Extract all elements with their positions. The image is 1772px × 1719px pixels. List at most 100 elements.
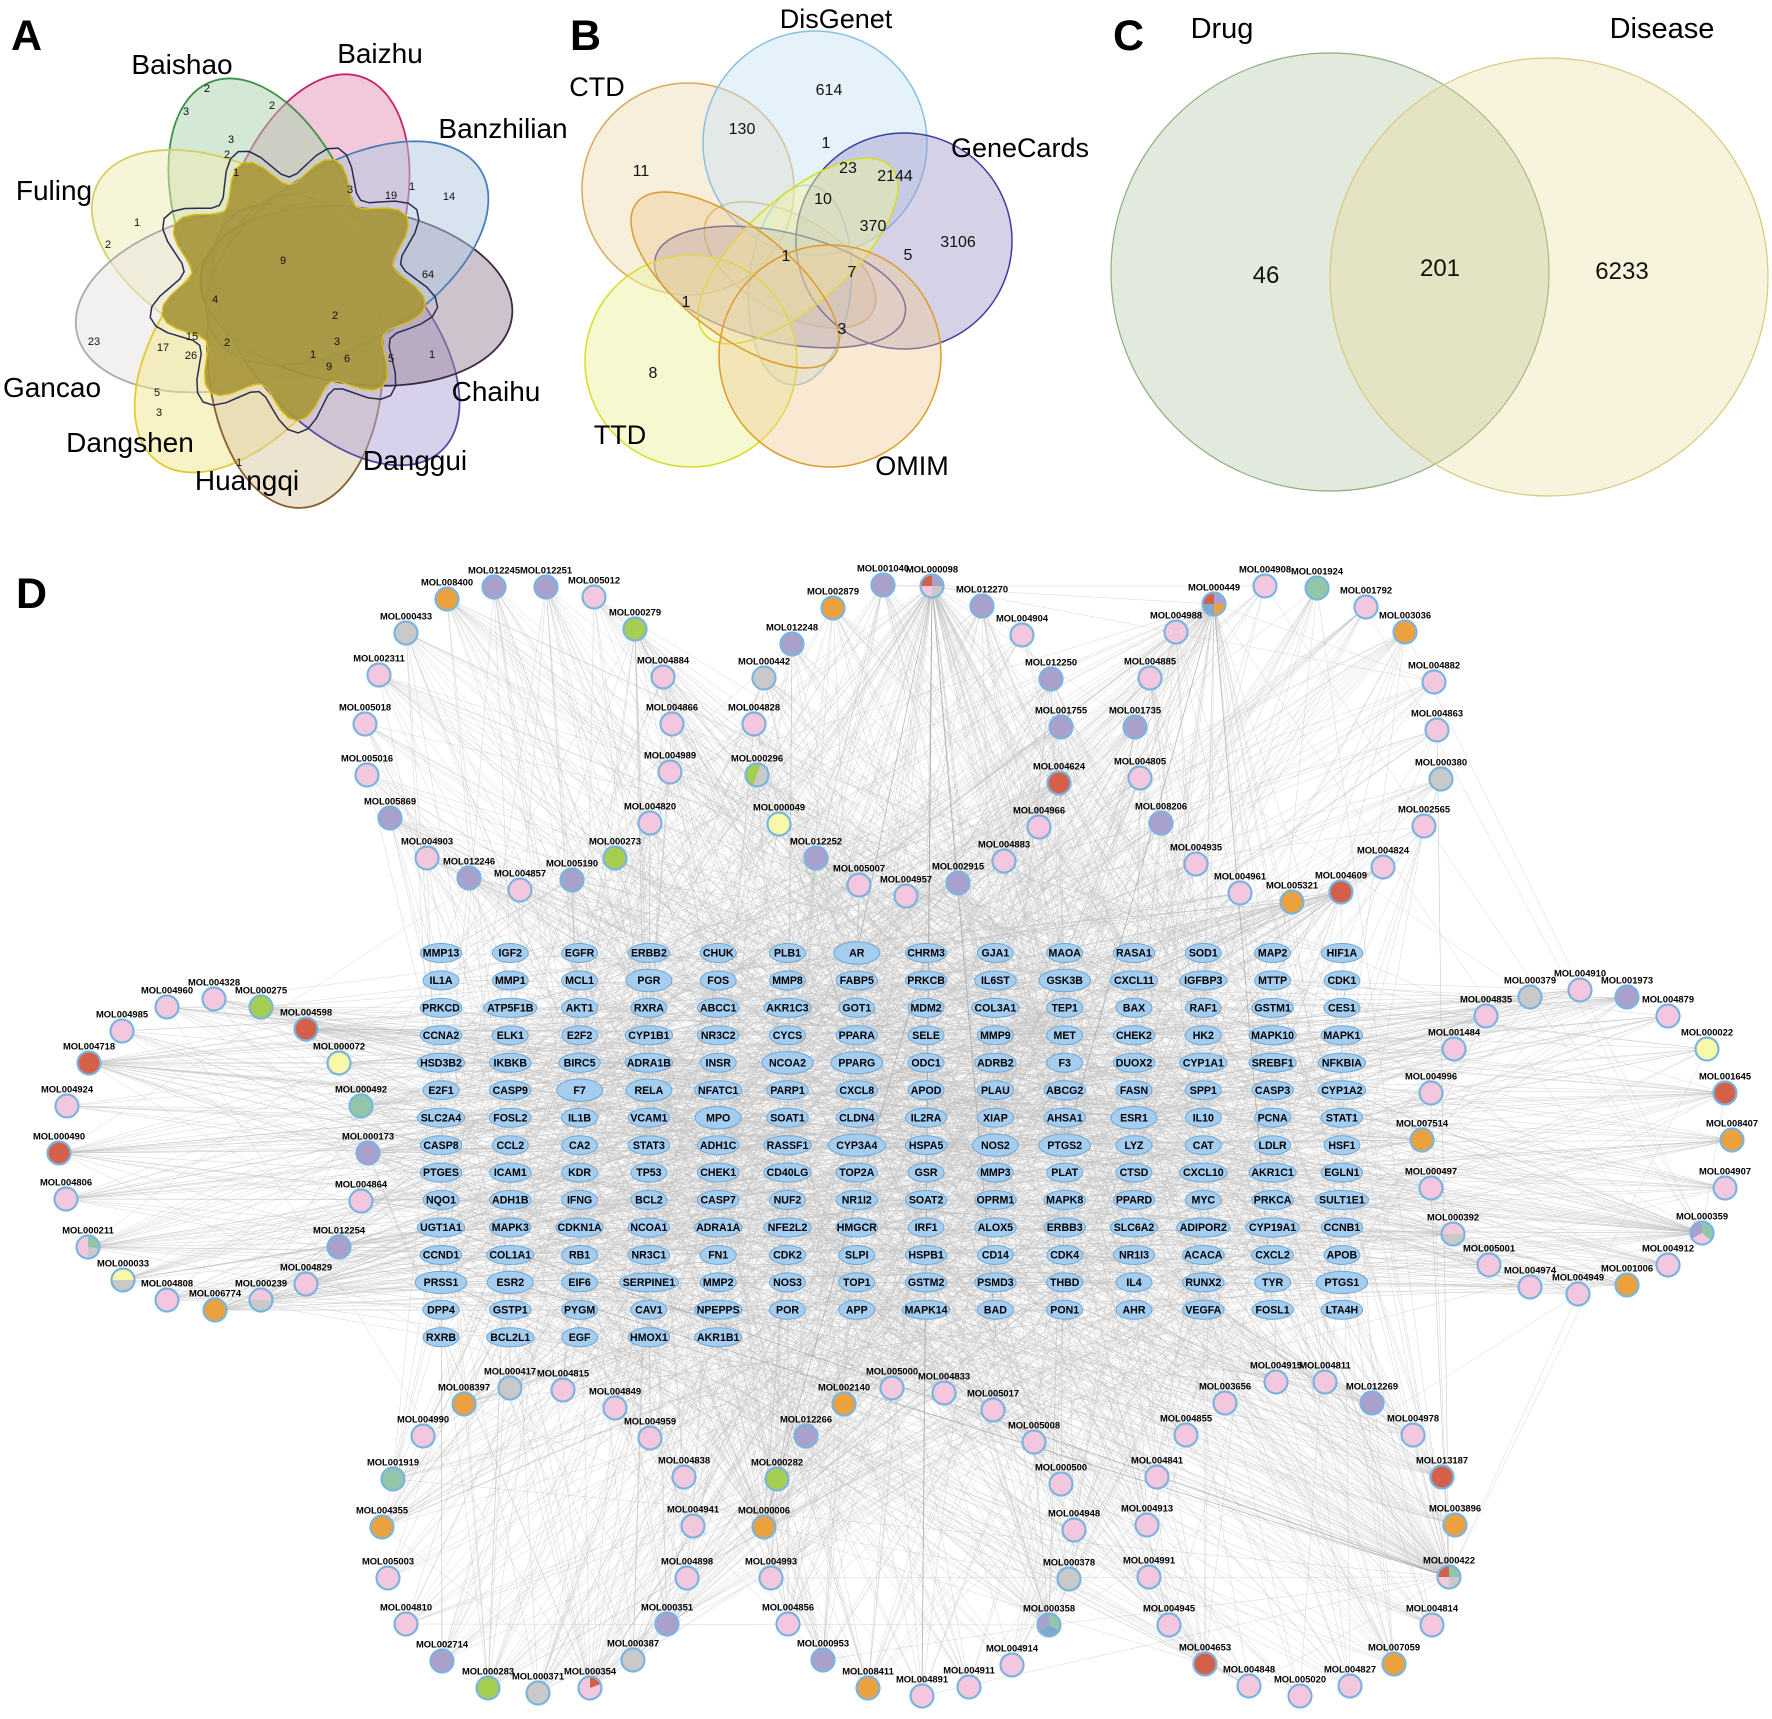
svg-text:10: 10 — [814, 191, 832, 208]
svg-text:HMGCR: HMGCR — [837, 1222, 877, 1234]
svg-text:CCNB1: CCNB1 — [1324, 1222, 1361, 1234]
svg-text:HSPA5: HSPA5 — [909, 1140, 944, 1152]
svg-text:EGF: EGF — [569, 1332, 591, 1344]
svg-text:1: 1 — [682, 294, 691, 311]
svg-text:MOL004824: MOL004824 — [1357, 845, 1410, 856]
svg-text:MOL000173: MOL000173 — [342, 1131, 394, 1142]
svg-text:CYP1A1: CYP1A1 — [1183, 1057, 1224, 1069]
svg-text:MOL004991: MOL004991 — [1123, 1555, 1175, 1566]
svg-text:DUOX2: DUOX2 — [1116, 1057, 1153, 1069]
svg-text:CDKN1A: CDKN1A — [558, 1222, 602, 1234]
svg-text:MOL003896: MOL003896 — [1429, 1503, 1481, 1514]
svg-text:MOL005001: MOL005001 — [1463, 1243, 1515, 1254]
svg-text:MOL004848: MOL004848 — [1223, 1664, 1275, 1675]
svg-text:PPARA: PPARA — [839, 1030, 876, 1042]
svg-text:CYP1B1: CYP1B1 — [628, 1030, 669, 1042]
svg-text:C: C — [1113, 12, 1144, 60]
svg-text:ERBB3: ERBB3 — [1047, 1222, 1083, 1234]
svg-text:A: A — [11, 12, 42, 60]
svg-text:RXRB: RXRB — [426, 1332, 456, 1344]
svg-text:SREBF1: SREBF1 — [1252, 1057, 1294, 1069]
svg-text:ADRA1A: ADRA1A — [696, 1222, 740, 1234]
svg-text:MOL002565: MOL002565 — [1398, 804, 1450, 815]
svg-text:2: 2 — [204, 83, 210, 95]
svg-text:MOL000378: MOL000378 — [1043, 1557, 1095, 1568]
svg-text:6233: 6233 — [1595, 258, 1648, 285]
svg-text:MOL004328: MOL004328 — [188, 977, 240, 988]
svg-text:MOL004838: MOL004838 — [658, 1455, 710, 1466]
svg-text:Chaihu: Chaihu — [452, 376, 541, 407]
svg-text:Huangqi: Huangqi — [195, 465, 299, 496]
svg-text:MOL004653: MOL004653 — [1179, 1642, 1231, 1653]
svg-text:IL1A: IL1A — [430, 975, 453, 987]
svg-text:PSMD3: PSMD3 — [977, 1277, 1014, 1289]
svg-text:MAPK14: MAPK14 — [905, 1304, 948, 1316]
svg-text:NR1I2: NR1I2 — [842, 1195, 872, 1207]
svg-text:NCOA2: NCOA2 — [769, 1057, 806, 1069]
svg-text:Baishao: Baishao — [131, 49, 232, 80]
svg-text:PON1: PON1 — [1050, 1304, 1079, 1316]
svg-text:3: 3 — [228, 134, 234, 146]
svg-text:2: 2 — [332, 310, 338, 322]
svg-text:RASA1: RASA1 — [1116, 948, 1152, 960]
svg-text:MOL000239: MOL000239 — [235, 1278, 287, 1289]
svg-text:9: 9 — [280, 255, 286, 267]
svg-text:3106: 3106 — [940, 234, 976, 251]
svg-text:MOL012248: MOL012248 — [766, 622, 818, 633]
svg-text:MOL002915: MOL002915 — [932, 861, 984, 872]
svg-text:AR: AR — [849, 948, 865, 960]
svg-text:MCL1: MCL1 — [565, 975, 594, 987]
svg-text:HIF1A: HIF1A — [1327, 948, 1358, 960]
svg-text:NCOA1: NCOA1 — [630, 1222, 667, 1234]
svg-text:VCAM1: VCAM1 — [630, 1112, 667, 1124]
svg-text:Gancao: Gancao — [3, 372, 101, 403]
svg-text:CASP8: CASP8 — [423, 1140, 458, 1152]
svg-text:MOL000282: MOL000282 — [751, 1457, 803, 1468]
svg-text:CASP7: CASP7 — [701, 1195, 736, 1207]
svg-text:5: 5 — [388, 353, 394, 365]
svg-text:MOL000358: MOL000358 — [1023, 1603, 1075, 1614]
svg-text:MOL004835: MOL004835 — [1460, 994, 1512, 1005]
svg-text:MOL000492: MOL000492 — [335, 1084, 387, 1095]
svg-text:3: 3 — [334, 336, 340, 348]
svg-text:AHSA1: AHSA1 — [1047, 1112, 1083, 1124]
svg-text:MOL004849: MOL004849 — [589, 1386, 641, 1397]
svg-text:MOL004882: MOL004882 — [1408, 660, 1460, 671]
svg-text:IGF2: IGF2 — [499, 948, 523, 960]
svg-text:MOL005020: MOL005020 — [1274, 1674, 1326, 1685]
svg-text:MOL000392: MOL000392 — [1427, 1212, 1479, 1223]
svg-text:MOL004866: MOL004866 — [646, 702, 698, 713]
svg-text:MOL004924: MOL004924 — [41, 1084, 94, 1095]
svg-text:MOL005016: MOL005016 — [341, 753, 393, 764]
svg-text:SULT1E1: SULT1E1 — [1319, 1195, 1365, 1207]
svg-text:MOL003656: MOL003656 — [1199, 1381, 1251, 1392]
svg-text:MOL008407: MOL008407 — [1706, 1118, 1758, 1129]
svg-text:MOL001040: MOL001040 — [857, 563, 909, 574]
svg-text:MOL004857: MOL004857 — [494, 868, 546, 879]
svg-text:MMP1: MMP1 — [495, 975, 526, 987]
svg-text:Fuling: Fuling — [16, 175, 92, 206]
svg-text:MOL000422: MOL000422 — [1423, 1555, 1475, 1566]
svg-text:IGFBP3: IGFBP3 — [1184, 975, 1222, 987]
svg-text:OMIM: OMIM — [875, 451, 949, 481]
svg-text:MOL008411: MOL008411 — [842, 1666, 894, 1677]
svg-text:HK2: HK2 — [1193, 1030, 1214, 1042]
svg-text:FOS: FOS — [707, 975, 729, 987]
svg-text:HSF1: HSF1 — [1328, 1140, 1355, 1152]
svg-text:MOL002879: MOL002879 — [807, 586, 859, 597]
svg-text:IRF1: IRF1 — [915, 1222, 938, 1234]
svg-text:MOL000275: MOL000275 — [235, 985, 287, 996]
svg-text:MOL004978: MOL004978 — [1387, 1413, 1439, 1424]
svg-text:MOL001973: MOL001973 — [1601, 975, 1653, 986]
svg-text:MOL012246: MOL012246 — [443, 856, 495, 867]
svg-text:F7: F7 — [573, 1085, 585, 1097]
svg-text:19: 19 — [385, 190, 397, 202]
svg-text:CYP19A1: CYP19A1 — [1249, 1222, 1296, 1234]
svg-text:CYCS: CYCS — [773, 1030, 802, 1042]
svg-text:ICAM1: ICAM1 — [494, 1167, 527, 1179]
svg-text:MOL004609: MOL004609 — [1315, 870, 1367, 881]
svg-text:MOL001755: MOL001755 — [1035, 705, 1087, 716]
svg-text:MAPK1: MAPK1 — [1323, 1030, 1360, 1042]
svg-text:PARP1: PARP1 — [770, 1085, 805, 1097]
svg-text:15: 15 — [186, 331, 198, 343]
